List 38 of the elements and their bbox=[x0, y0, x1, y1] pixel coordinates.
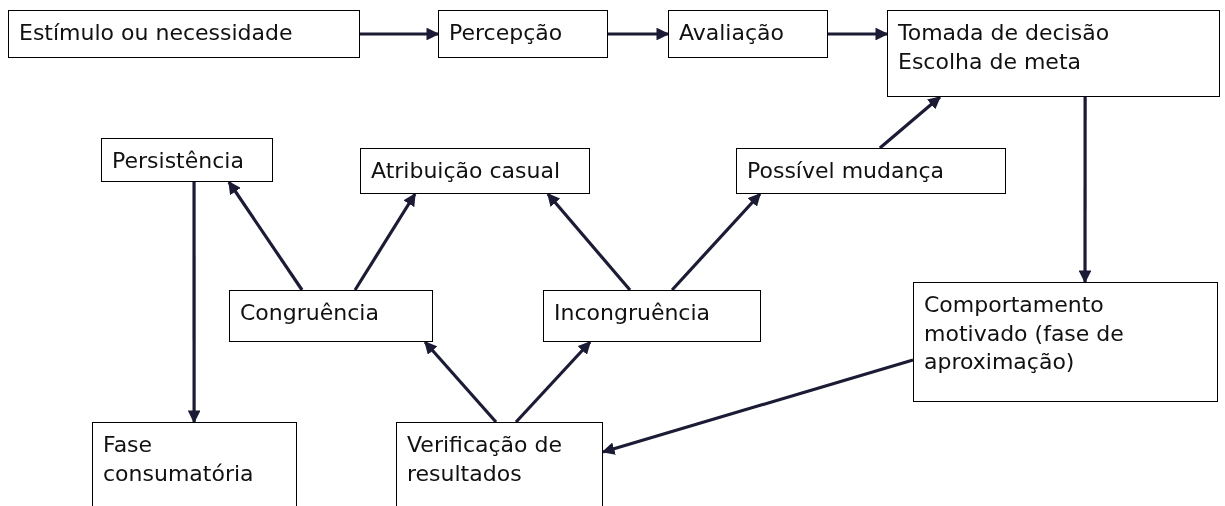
arrow bbox=[353, 192, 417, 291]
arrow bbox=[670, 192, 762, 292]
process-box bbox=[887, 10, 1220, 97]
process-box bbox=[396, 422, 603, 506]
box-label: Fase consumatória bbox=[103, 431, 255, 488]
box-label: Possível mudança bbox=[747, 157, 945, 185]
process-box bbox=[101, 138, 273, 182]
process-box bbox=[8, 10, 360, 58]
box-label: Comportamento motivado (fase de aproximação) bbox=[924, 291, 1125, 377]
arrow bbox=[227, 180, 304, 291]
box-label: Tomada de decisão bbox=[898, 19, 1111, 47]
box-label: Avaliação bbox=[679, 19, 785, 47]
process-box bbox=[229, 290, 433, 342]
process-box bbox=[913, 282, 1218, 402]
arrow bbox=[601, 358, 914, 455]
box-label: Persistência bbox=[112, 147, 245, 175]
arrow bbox=[187, 182, 201, 424]
arrow bbox=[423, 340, 498, 424]
box-label: Verificação de resultados bbox=[407, 431, 563, 488]
process-box bbox=[668, 10, 828, 58]
process-box bbox=[438, 10, 608, 58]
arrow bbox=[878, 95, 941, 150]
box-label: Percepção bbox=[449, 19, 564, 47]
process-box bbox=[360, 148, 590, 194]
process-box bbox=[92, 422, 297, 506]
box-label: Estímulo ou necessidade bbox=[19, 19, 294, 47]
arrow bbox=[1078, 97, 1092, 284]
arrow bbox=[608, 27, 670, 41]
arrow bbox=[828, 27, 889, 41]
box-label: Congruência bbox=[240, 299, 380, 327]
box-label: Atribuição casual bbox=[371, 157, 562, 185]
process-box bbox=[543, 290, 761, 342]
arrow bbox=[360, 27, 440, 41]
arrow bbox=[514, 340, 592, 424]
arrow bbox=[546, 192, 632, 292]
box-label: Escolha de meta bbox=[898, 47, 1082, 76]
process-box bbox=[736, 148, 1006, 194]
box-label: Incongruência bbox=[554, 299, 712, 327]
